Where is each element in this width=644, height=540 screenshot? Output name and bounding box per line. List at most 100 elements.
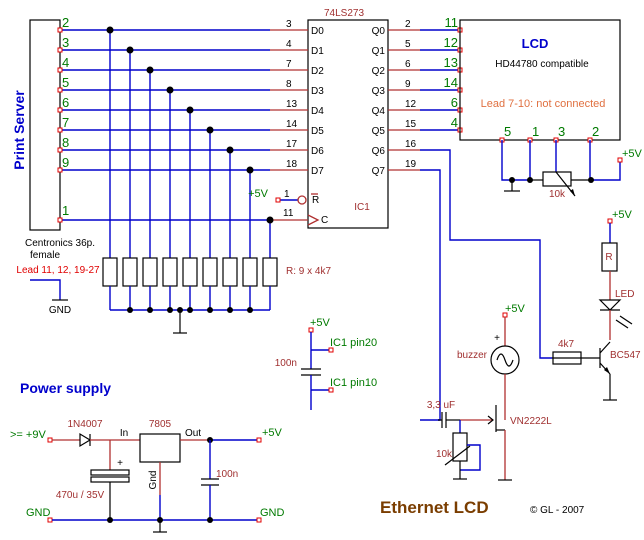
ic-d-pin-name: D7	[311, 166, 324, 177]
ground-note: Lead 11, 12, 19-27	[16, 265, 100, 276]
ic-q-pin-name: Q7	[372, 166, 386, 177]
connector-pin	[57, 127, 63, 133]
transistor-label: BC547	[610, 350, 641, 361]
ic-d-pin-name: D4	[311, 106, 324, 117]
lcd-pin-label: 6	[451, 95, 458, 110]
clock-pin-name: C	[321, 215, 328, 226]
lcd-note: Lead 7-10: not connected	[481, 98, 606, 110]
decoupling-supply: +5V	[310, 317, 331, 329]
ic-d-pin-num: 7	[286, 59, 292, 70]
ic-d-pin-name: D5	[311, 126, 324, 137]
ic1-74ls273: 74LS273 IC1 3D04D17D28D313D414D517D618D7…	[248, 8, 463, 229]
ic-q-pin-num: 5	[405, 39, 411, 50]
connector-pin-label: 9	[62, 155, 69, 170]
ic-d-pin-name: D0	[311, 26, 324, 37]
lcd-bottom-pin-label: 2	[592, 124, 599, 139]
regulator-gnd-label: Gnd	[148, 471, 159, 490]
ic-q-pin-name: Q0	[372, 26, 386, 37]
led-supply: +5V	[612, 209, 633, 221]
lcd-pin-label: 11	[445, 15, 459, 30]
connector-pin	[57, 167, 63, 173]
buzzer-label: buzzer	[457, 350, 488, 361]
ic-q-pin-num: 16	[405, 139, 417, 150]
lcd-title: LCD	[522, 36, 549, 51]
centronics-name: Centronics 36p.	[25, 238, 95, 249]
lcd-pin-label: 13	[444, 55, 458, 70]
led-label: LED	[615, 289, 634, 300]
lcd-pot-label: 10k	[549, 189, 566, 200]
led-resistor-label: R	[605, 252, 612, 263]
ic-d-pin-num: 18	[286, 159, 298, 170]
ic1-pin10-label: IC1 pin10	[330, 377, 377, 389]
connector-pin-label: 6	[62, 95, 69, 110]
resistor-array-label: R: 9 x 4k7	[286, 266, 331, 277]
copyright: © GL - 2007	[530, 505, 585, 516]
junction-dot	[126, 46, 134, 54]
coupling-cap-label: 3,3 uF	[427, 400, 455, 411]
connector-pin	[57, 47, 63, 53]
junction-dot	[146, 66, 154, 74]
input-label: >= +9V	[10, 429, 46, 441]
print-server-label: Print Server	[11, 90, 27, 170]
lcd-pin-label: 12	[444, 35, 458, 50]
pullup-resistor	[142, 257, 158, 287]
reset-pin-num: 1	[284, 189, 290, 200]
lcd-bottom-pin-label: 1	[532, 124, 539, 139]
reset-pin-name: R	[312, 195, 319, 206]
lcd-supply: +5V	[622, 148, 643, 160]
ic-d-pin-name: D2	[311, 66, 324, 77]
decoupling: +5V IC1 pin20 IC1 pin10 100n	[275, 317, 377, 410]
centronics-connector: Print Server Centronics 36p. female Lead…	[11, 19, 100, 316]
lcd-pin-label: 4	[451, 115, 458, 130]
pullup-resistor	[222, 257, 238, 287]
ic-q-pin-num: 15	[405, 119, 417, 130]
ic-q-pin-name: Q2	[372, 66, 386, 77]
ic-d-pin-num: 17	[286, 139, 298, 150]
output-label: +5V	[262, 427, 283, 439]
pullup-resistor	[262, 257, 278, 287]
lcd-bottom-pin-label: 5	[504, 124, 511, 139]
lcd-module: LCD HD44780 compatible Lead 7-10: not co…	[459, 19, 643, 200]
resistor-array	[102, 257, 278, 334]
regulator-label: 7805	[149, 419, 172, 430]
regulator-in-label: In	[120, 428, 128, 439]
regulator-out-label: Out	[185, 428, 201, 439]
junction-dot	[187, 307, 193, 313]
connector-pin-label: 3	[62, 35, 69, 50]
connector-pin	[57, 87, 63, 93]
led-driver: +5V R LED 4k7 BC547	[552, 209, 641, 401]
junction-dot	[127, 307, 133, 313]
mosfet-label: VN2222L	[510, 416, 552, 427]
junction-dot	[167, 307, 173, 313]
connector-pin-label: 2	[62, 15, 69, 30]
ic-q-pin-num: 6	[405, 59, 411, 70]
lcd-subtitle: HD44780 compatible	[495, 59, 589, 70]
ic-d-pin-num: 3	[286, 19, 292, 30]
lcd-pin-label: 14	[444, 75, 458, 90]
pullup-resistor	[162, 257, 178, 287]
connector-pin	[57, 27, 63, 33]
ic-q-pin-num: 2	[405, 19, 411, 30]
connector-pin-label: 7	[62, 115, 69, 130]
output-cap-label: 100n	[216, 469, 238, 480]
power-supply-title: Power supply	[20, 380, 111, 396]
diode-label: 1N4007	[67, 419, 102, 430]
decoupling-cap-label: 100n	[275, 358, 297, 369]
junction-dot	[207, 307, 213, 313]
ic-q-pin-num: 12	[405, 99, 417, 110]
junction-dot	[227, 307, 233, 313]
ic-d-pin-num: 4	[286, 39, 292, 50]
ic1-ref: IC1	[354, 202, 370, 213]
connector-body	[29, 19, 61, 231]
connector-pin	[57, 67, 63, 73]
ic-d-pin-num: 14	[286, 119, 298, 130]
connector-pin	[57, 107, 63, 113]
connector-pin-label: 5	[62, 75, 69, 90]
pullup-resistor	[102, 257, 118, 287]
buzzer-supply: +5V	[505, 303, 526, 315]
ic1-part: 74LS273	[324, 8, 364, 19]
reset-supply: +5V	[248, 188, 269, 200]
buzzer-plus: +	[494, 333, 500, 344]
